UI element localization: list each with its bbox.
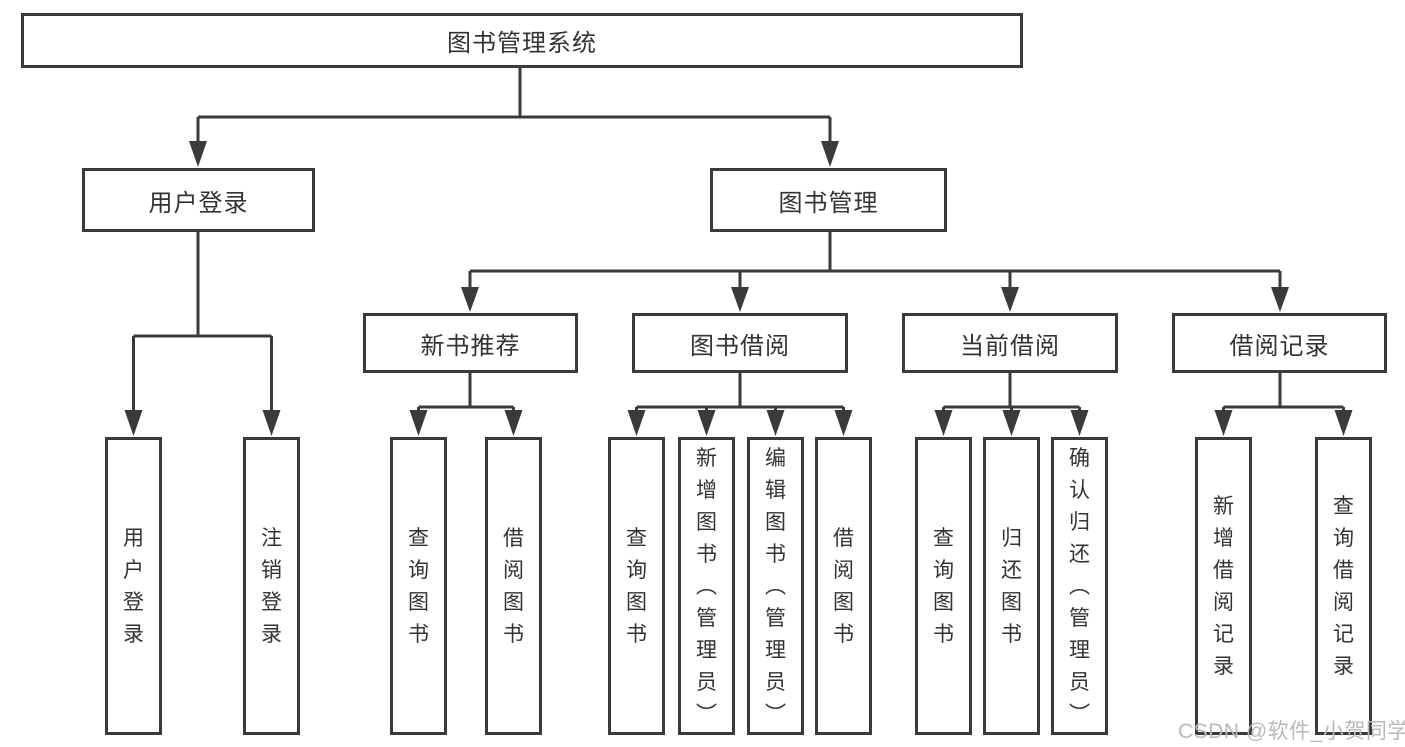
arrowhead [1001, 287, 1019, 312]
leaf-logout-label: 注销登录 [261, 526, 282, 646]
leaf-current-return-label: 归还图书 [1001, 526, 1022, 646]
leaf-record-query-label: 查询借阅记录 [1333, 494, 1354, 678]
leaf-current-confirm-label: 确认归还︵管理员︶ [1069, 446, 1090, 726]
arrowhead [934, 410, 953, 436]
node-current-borrow: 当前借阅 [902, 313, 1118, 373]
leaf-newbook-borrow: 借阅图书 [485, 437, 542, 735]
leaf-user-login: 用户登录 [105, 437, 162, 735]
leaf-record-add-label: 新增借阅记录 [1213, 494, 1234, 678]
node-user-login: 用户登录 [82, 168, 315, 232]
node-root: 图书管理系统 [21, 13, 1023, 68]
arrowhead [124, 410, 143, 436]
leaf-current-query-label: 查询图书 [933, 526, 954, 646]
leaf-user-login-label: 用户登录 [123, 526, 144, 646]
leaf-borrow-add: 新增图书︵管理员︶ [678, 437, 735, 735]
leaf-record-add: 新增借阅记录 [1195, 437, 1252, 735]
arrowhead [1271, 287, 1289, 312]
node-book-mgmt: 图书管理 [710, 168, 947, 232]
leaf-current-confirm: 确认归还︵管理员︶ [1051, 437, 1108, 735]
connector-book-mgmt-to-level3 [461, 232, 1289, 312]
connector-new-book-to-leaves [409, 373, 523, 436]
leaf-borrow-edit-label: 编辑图书︵管理员︶ [765, 446, 786, 726]
connector-user-login-to-leaves [124, 232, 281, 436]
leaf-borrow-borrow: 借阅图书 [815, 437, 872, 735]
arrowhead [461, 287, 479, 312]
connector-borrow-records-to-leaves [1214, 373, 1353, 436]
node-user-login-label: 用户登录 [148, 189, 249, 217]
connector-book-borrow-to-leaves [627, 373, 853, 436]
arrowhead [504, 410, 523, 436]
arrowhead [1070, 410, 1089, 436]
arrowhead [731, 287, 749, 312]
leaf-newbook-query: 查询图书 [390, 437, 447, 735]
arrowhead [409, 410, 428, 436]
arrowhead [834, 410, 853, 436]
connector-root-to-level2 [189, 68, 839, 167]
arrowhead [1214, 410, 1233, 436]
leaf-borrow-query: 查询图书 [608, 437, 665, 735]
node-new-book: 新书推荐 [363, 313, 578, 373]
node-book-borrow: 图书借阅 [632, 313, 848, 373]
arrowhead [697, 410, 716, 436]
leaf-current-return: 归还图书 [983, 437, 1040, 735]
leaf-borrow-query-label: 查询图书 [626, 526, 647, 646]
arrowhead [262, 410, 281, 436]
leaf-borrow-edit: 编辑图书︵管理员︶ [747, 437, 804, 735]
arrowhead [766, 410, 785, 436]
node-book-mgmt-label: 图书管理 [778, 189, 879, 217]
watermark: CSDN @软件_小贺同学 [1178, 720, 1405, 743]
leaf-logout: 注销登录 [243, 437, 300, 735]
connector-current-borrow-to-leaves [934, 373, 1089, 436]
leaf-newbook-query-label: 查询图书 [408, 526, 429, 646]
leaf-current-query: 查询图书 [915, 437, 972, 735]
node-borrow-records: 借阅记录 [1172, 313, 1387, 373]
leaf-borrow-borrow-label: 借阅图书 [833, 526, 854, 646]
arrowhead [1334, 410, 1353, 436]
node-book-borrow-label: 图书借阅 [690, 332, 790, 360]
arrowhead [189, 141, 207, 167]
node-borrow-records-label: 借阅记录 [1229, 332, 1330, 360]
arrowhead [627, 410, 646, 436]
arrowhead [821, 141, 839, 167]
leaf-newbook-borrow-label: 借阅图书 [503, 526, 524, 646]
leaf-borrow-add-label: 新增图书︵管理员︶ [696, 446, 717, 726]
node-root-label: 图书管理系统 [447, 30, 597, 57]
leaf-record-query: 查询借阅记录 [1315, 437, 1372, 735]
node-current-borrow-label: 当前借阅 [960, 332, 1060, 360]
node-new-book-label: 新书推荐 [420, 332, 521, 360]
arrowhead [1002, 410, 1021, 436]
